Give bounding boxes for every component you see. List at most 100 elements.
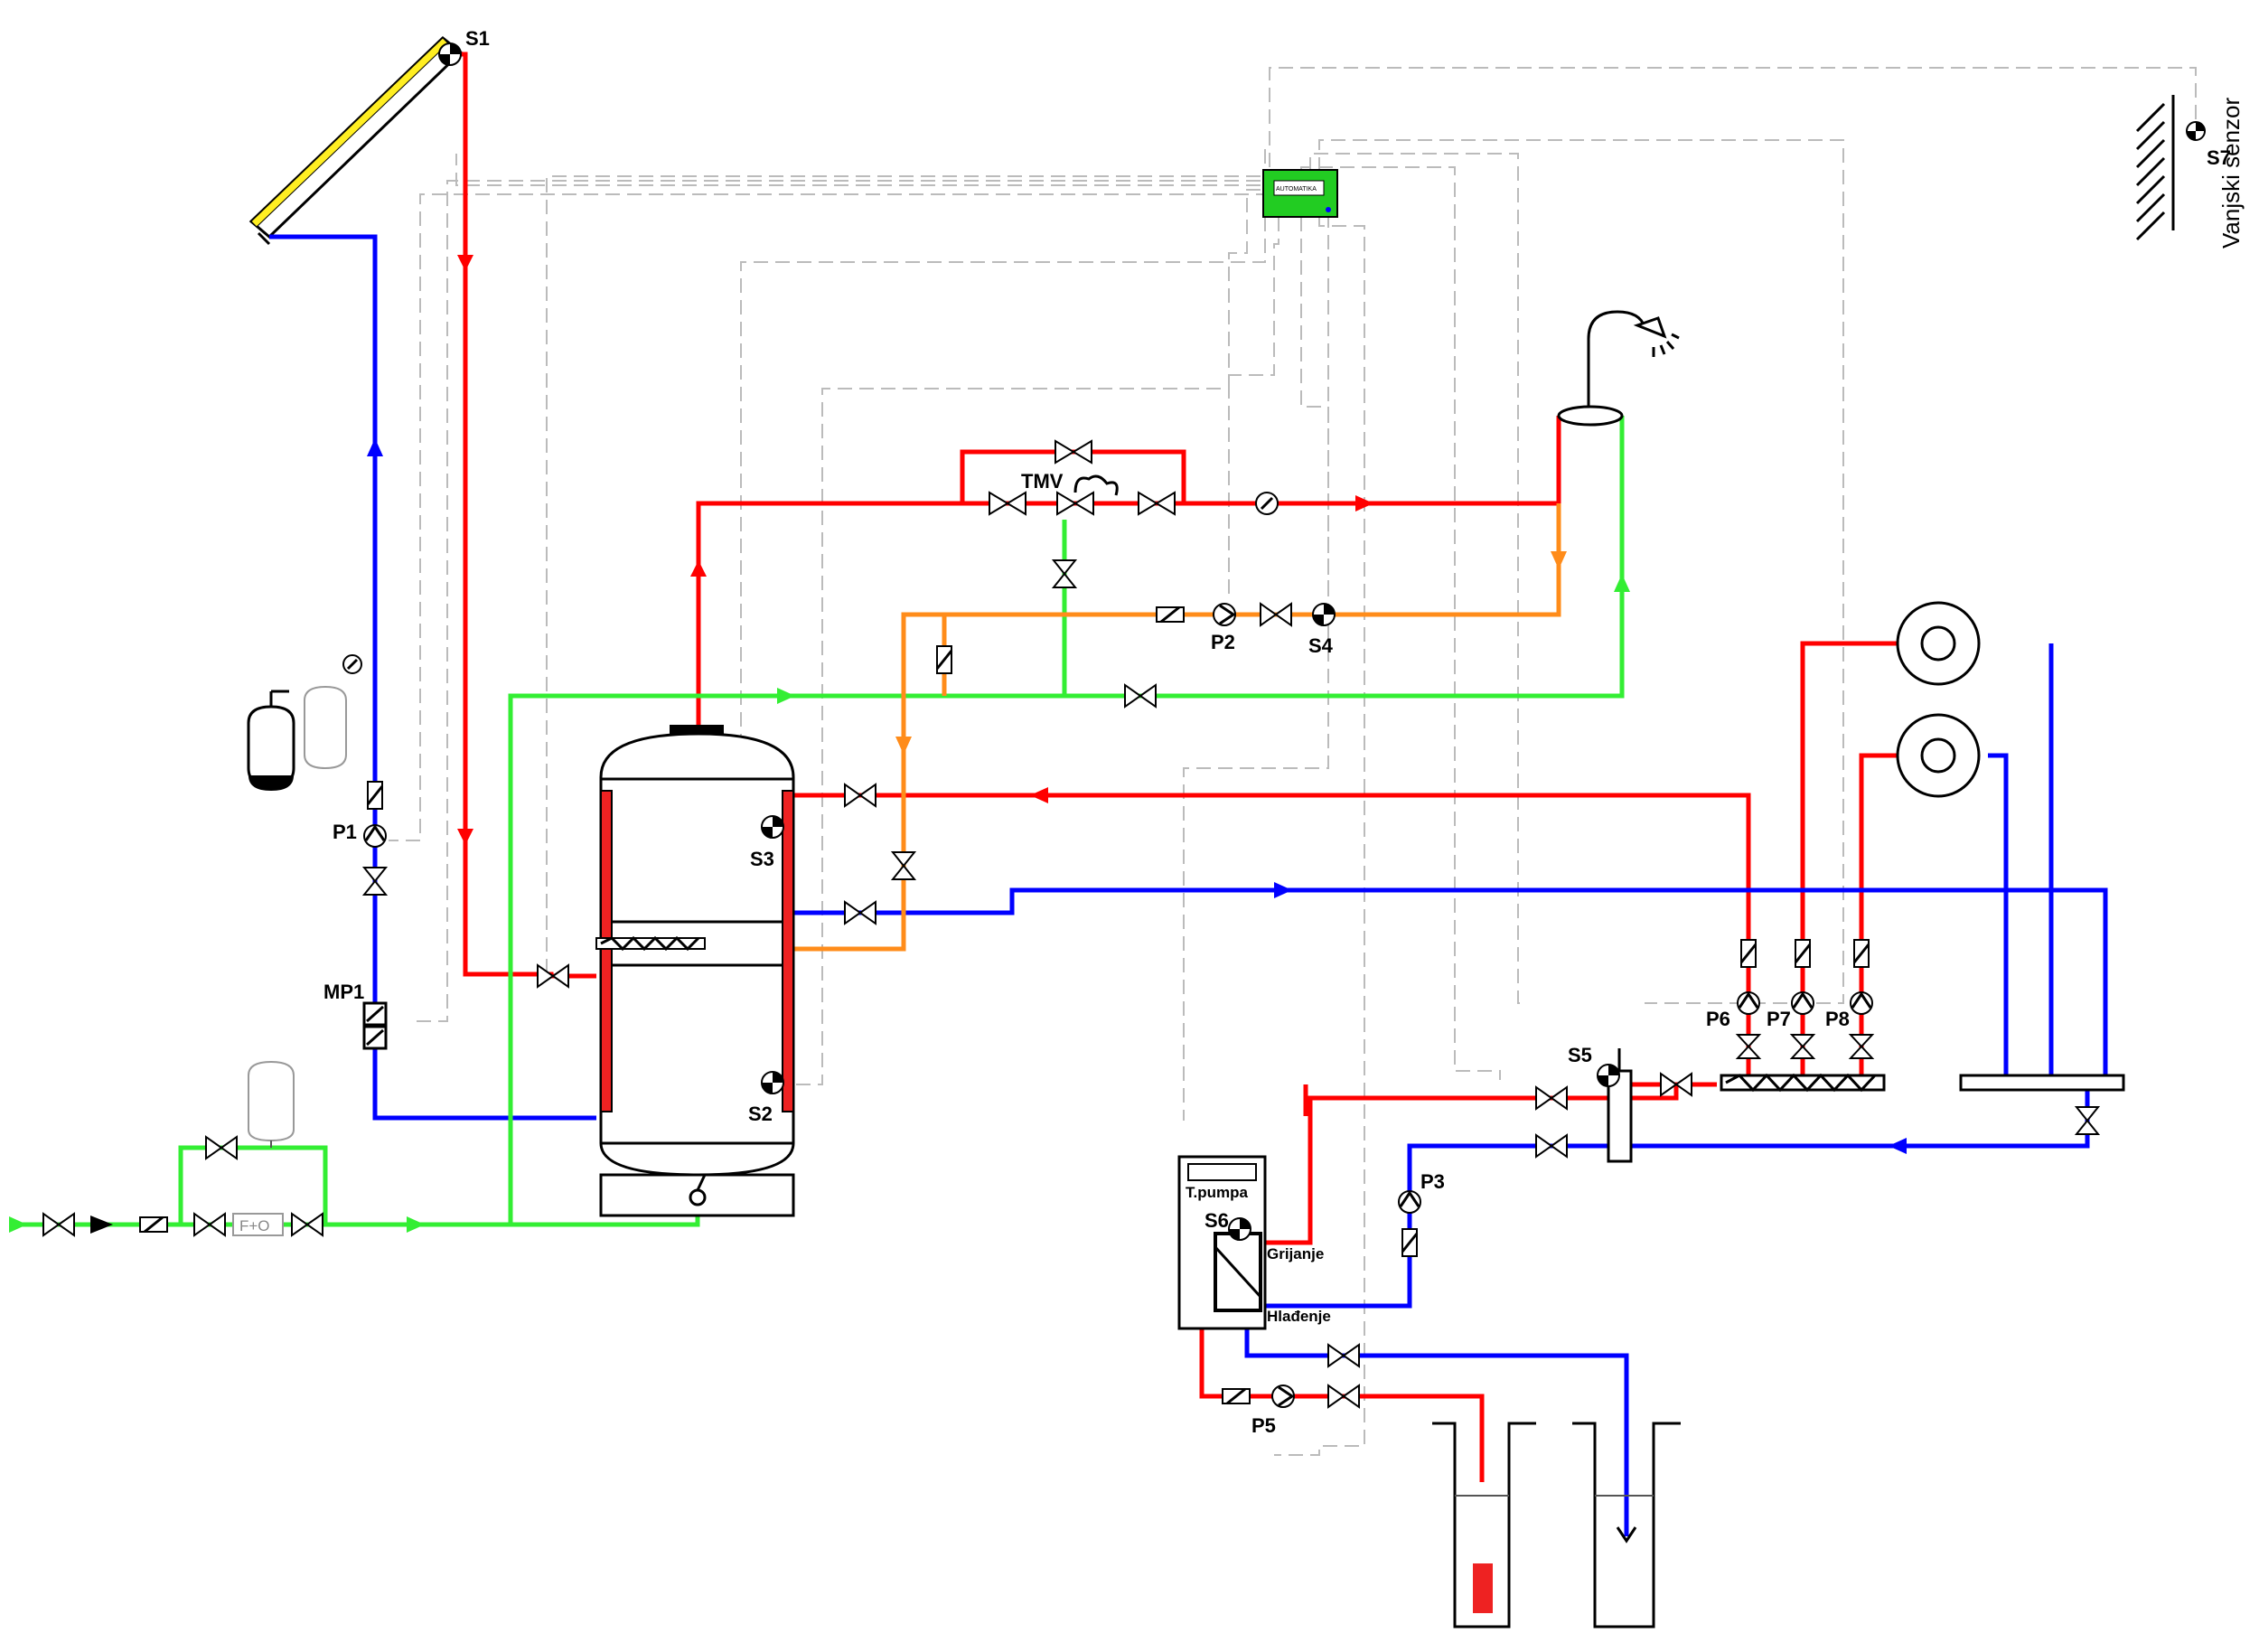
- label-s6: S6: [1204, 1209, 1229, 1232]
- valves: [42, 439, 2101, 1409]
- valve-icon: [291, 1212, 323, 1237]
- tmv-valve: [1073, 474, 1119, 496]
- expansion-vessel-icon: [247, 685, 347, 1148]
- arrow-right-icon: [407, 1216, 425, 1233]
- arrow-right-icon: [1274, 882, 1292, 898]
- label-mp1: MP1: [323, 981, 364, 1003]
- pump-icon: [1213, 603, 1236, 626]
- label-s5: S5: [1568, 1044, 1592, 1066]
- label-s7: S7: [2207, 146, 2231, 169]
- check-valve-icon: [1739, 939, 1758, 968]
- shower-icon: [1557, 310, 1680, 427]
- valve-icon: [1260, 602, 1292, 627]
- label-heating: Grijanje: [1267, 1245, 1324, 1262]
- check-valve-icon: [139, 1216, 168, 1234]
- sensors: [438, 42, 2206, 1241]
- pump-icon: [1398, 1190, 1421, 1214]
- arrow-down-icon: [457, 255, 473, 271]
- valve-icon: [844, 900, 876, 925]
- label-s1: S1: [465, 27, 490, 50]
- valve-icon: [537, 963, 569, 989]
- pumps: [362, 603, 1873, 1408]
- arrow-up-icon: [1614, 574, 1630, 592]
- gauge-icon: [342, 492, 1279, 674]
- sensor-icon: [438, 42, 462, 66]
- check-valve-icon: [1401, 1228, 1419, 1257]
- wells: [1432, 1422, 1681, 1629]
- label-p7: P7: [1767, 1008, 1791, 1030]
- control-wiring: [389, 67, 2197, 1456]
- label-s2: S2: [748, 1103, 773, 1125]
- pump-icon: [1791, 991, 1814, 1015]
- filter-label: F+O: [239, 1217, 270, 1234]
- valve-icon: [1056, 491, 1094, 516]
- valve-icon: [890, 851, 917, 880]
- label-s4: S4: [1308, 634, 1334, 657]
- pump-icon: [1850, 991, 1873, 1015]
- solar-collector: [248, 36, 464, 246]
- label-p5: P5: [1251, 1414, 1276, 1437]
- manifolds: [1720, 1073, 2125, 1093]
- check-valves: [139, 605, 1870, 1405]
- valve-icon: [844, 783, 876, 808]
- valve-icon: [989, 491, 1026, 516]
- cold-water-pipes: [9, 416, 1625, 1227]
- check-valve-icon: [1794, 939, 1812, 968]
- pump-icon: [1271, 1384, 1295, 1408]
- valve-icon: [1124, 683, 1157, 709]
- valve-icon: [2074, 1106, 2101, 1135]
- valve-icon: [1789, 1034, 1816, 1059]
- sensor-icon: [761, 1071, 784, 1094]
- controller[interactable]: AUTOMATIKA: [1262, 169, 1338, 218]
- arrow-down-icon: [1551, 551, 1567, 569]
- valve-icon: [1327, 1343, 1360, 1368]
- outdoor-sensor: [2135, 95, 2175, 241]
- valve-icon: [1535, 1133, 1568, 1159]
- labels: S1 S2 S3 S4 S5 S6 S7 P1 P2 P3 P5 P6 P7 P…: [323, 27, 2245, 1437]
- valve-icon: [1051, 559, 1078, 588]
- storage-tank: [595, 725, 795, 1217]
- controller-label: AUTOMATIKA: [1276, 186, 1317, 192]
- pump-icon: [1737, 991, 1760, 1015]
- label-p8: P8: [1825, 1008, 1850, 1030]
- label-p6: P6: [1706, 1008, 1730, 1030]
- check-valve-icon: [1156, 605, 1185, 624]
- valve-icon: [205, 1135, 238, 1160]
- label-p3: P3: [1420, 1170, 1445, 1193]
- valve-icon: [1535, 1085, 1568, 1111]
- check-valve-icon: [935, 645, 953, 674]
- valve-icon: [193, 1212, 226, 1237]
- label-p1: P1: [333, 821, 357, 843]
- arrow-down-icon: [457, 829, 473, 845]
- filter: F+O: [232, 1213, 284, 1236]
- valve-icon: [1735, 1034, 1762, 1059]
- sensor-icon: [1597, 1064, 1620, 1087]
- arrow-right-icon: [777, 688, 795, 704]
- heat-pump: [1177, 1155, 1267, 1330]
- check-valve-icon: [90, 1216, 113, 1234]
- valve-icon: [1138, 491, 1176, 516]
- fan-coil-icon: [1896, 601, 1981, 798]
- label-outdoor-sensor: Vanjski senzor: [2217, 98, 2245, 249]
- valve-icon: [1848, 1034, 1875, 1059]
- arrow-up-icon: [690, 560, 707, 577]
- label-s3: S3: [750, 848, 774, 870]
- recirculation-pipes: [793, 503, 1561, 952]
- arrow-left-icon: [1030, 787, 1048, 803]
- check-valve-icon: [366, 781, 384, 810]
- return-pipes: [269, 234, 2108, 1536]
- label-p2: P2: [1211, 631, 1235, 653]
- check-valve-icon: [1222, 1387, 1251, 1405]
- valve-icon: [1055, 439, 1092, 465]
- check-valve-icon: [1852, 939, 1870, 968]
- sensor-icon: [761, 815, 784, 839]
- label-heat-pump: T.pumpa: [1186, 1184, 1248, 1201]
- label-cooling: Hlađenje: [1267, 1308, 1331, 1325]
- valve-icon: [1327, 1384, 1360, 1409]
- sensor-icon: [1228, 1217, 1251, 1241]
- label-tmv: TMV: [1021, 470, 1064, 493]
- valve-icon: [1660, 1072, 1692, 1097]
- arrow-up-icon: [367, 438, 383, 456]
- sensor-icon: [1312, 603, 1336, 626]
